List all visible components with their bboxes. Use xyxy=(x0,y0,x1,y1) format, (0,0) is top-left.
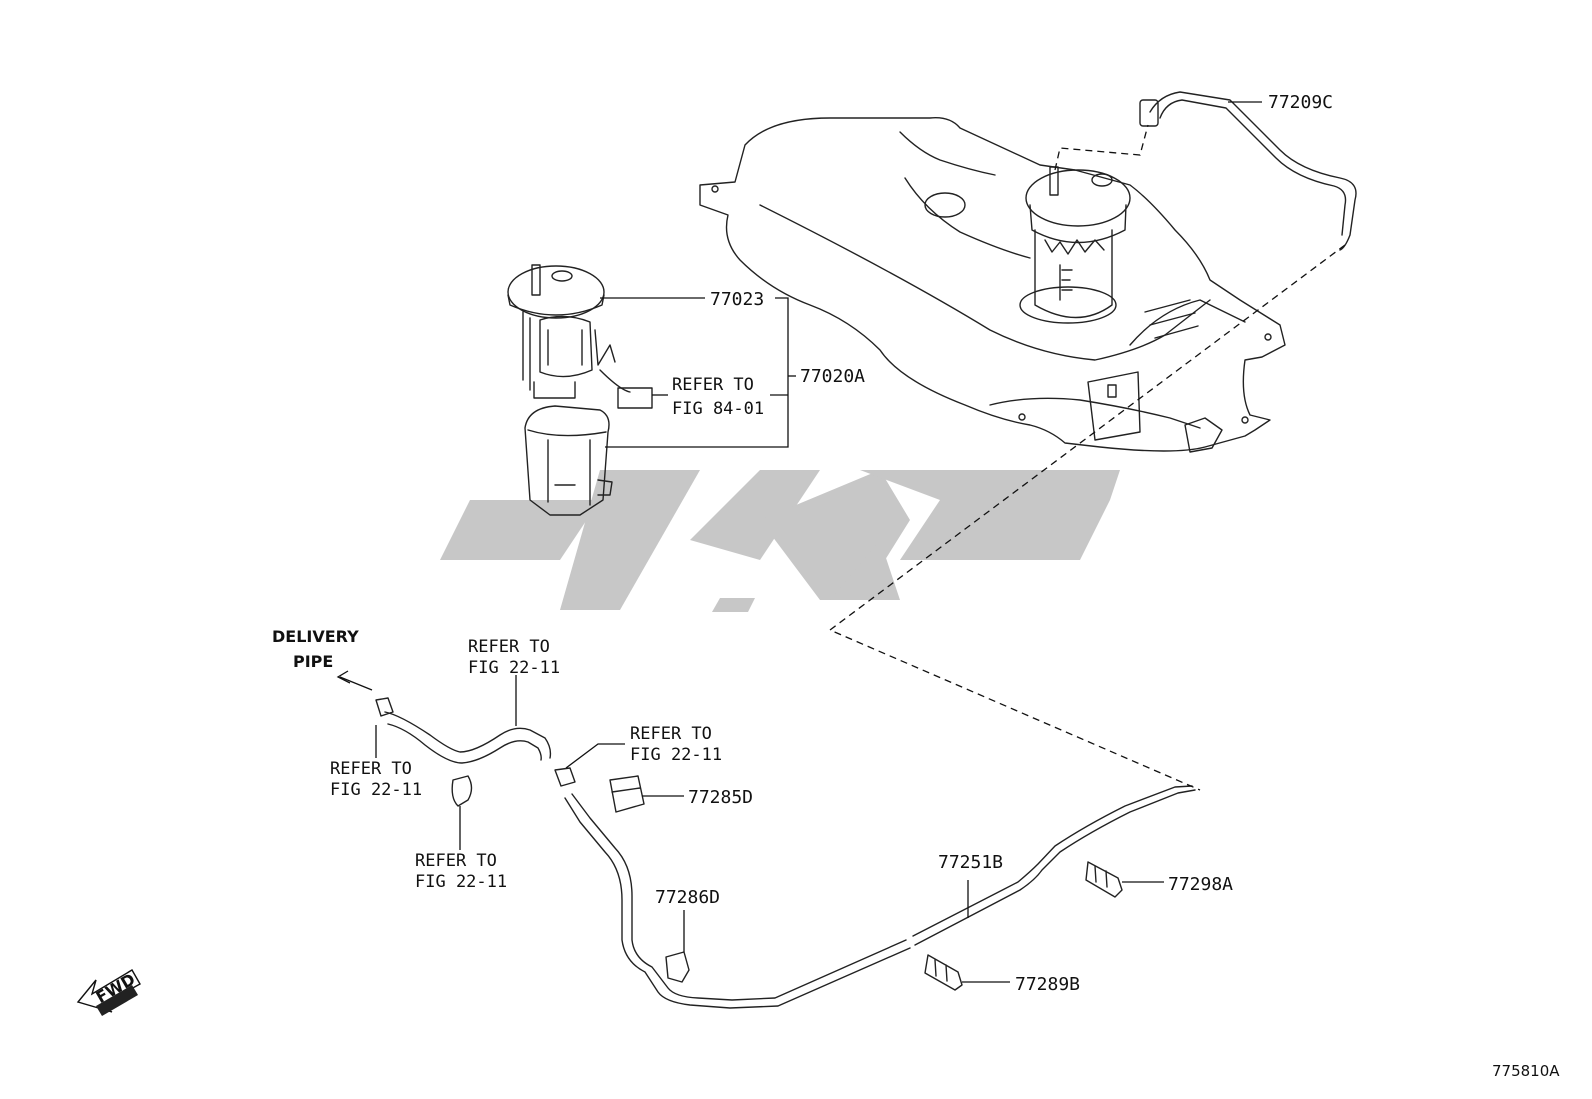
refer-22-11-b-line2: FIG 22-11 xyxy=(630,745,722,765)
fwd-arrow-icon: FWD xyxy=(76,969,141,1016)
inlet-recess xyxy=(924,192,966,218)
sender-wire xyxy=(599,369,631,393)
part-77286d: 77286D xyxy=(655,887,720,908)
bracket-plate xyxy=(1087,371,1141,441)
refer-84-01-line2: FIG 84-01 xyxy=(672,399,764,419)
tank-strap-1 xyxy=(1144,299,1199,339)
clamp-77286d xyxy=(665,951,690,983)
leader-lines xyxy=(336,101,1262,983)
refer-22-11-b-line1: REFER TO xyxy=(630,724,712,744)
tank-bolt-4 xyxy=(1241,416,1249,424)
tank-ridge-2 xyxy=(904,177,1031,259)
refer-22-11-d-line2: FIG 22-11 xyxy=(415,872,507,892)
exploded-pump-module xyxy=(507,264,653,516)
clamp-77285d xyxy=(609,775,645,813)
clamp-77289b xyxy=(924,954,963,991)
part-77285d: 77285D xyxy=(688,787,753,808)
tank-lower-contour xyxy=(989,397,1201,429)
part-77020a: 77020A xyxy=(800,366,865,387)
part-77251b: 77251B xyxy=(938,852,1003,873)
tank-ridge-1 xyxy=(759,204,1211,361)
module-flange xyxy=(507,265,605,319)
tank-bolt-1 xyxy=(711,185,719,193)
fuel-main-line xyxy=(564,797,911,1009)
module-cup xyxy=(524,405,610,516)
watermark-logo xyxy=(440,470,1120,612)
tank-bolt-3 xyxy=(1264,333,1272,341)
vapor-hose xyxy=(1139,91,1357,251)
tank-outline xyxy=(699,117,1286,452)
part-77289b: 77289B xyxy=(1015,974,1080,995)
part-77298a: 77298A xyxy=(1168,874,1233,895)
retainer-c xyxy=(451,775,473,807)
refer-22-11-d-line1: REFER TO xyxy=(415,851,497,871)
tank-ridge-3 xyxy=(899,131,996,176)
delivery-pipe-line1: DELIVERY xyxy=(272,627,359,646)
tank-feed-line xyxy=(914,789,1196,946)
tank-bolt-2 xyxy=(1018,413,1026,421)
part-77023: 77023 xyxy=(710,289,764,310)
tank-ridge-4 xyxy=(1129,299,1246,346)
delivery-pipe-line2: PIPE xyxy=(293,652,333,671)
bracket-slot xyxy=(1107,384,1117,398)
installed-pump-assembly xyxy=(1025,166,1131,319)
refer-22-11-c-line2: FIG 22-11 xyxy=(330,780,422,800)
upper-hose xyxy=(384,711,552,759)
refer-22-11-c-line1: REFER TO xyxy=(330,759,412,779)
sender-unit xyxy=(617,387,653,409)
connection-lines xyxy=(828,124,1346,791)
part-77209c: 77209C xyxy=(1268,92,1333,113)
hose-clip-a xyxy=(375,697,394,717)
clamp-77298a xyxy=(1085,861,1123,898)
inlet-fitting xyxy=(1184,417,1223,453)
sender-port-ring xyxy=(1019,286,1117,324)
refer-22-11-a-line2: FIG 22-11 xyxy=(468,658,560,678)
fuel-lines xyxy=(375,697,1196,1009)
figure-code: 775810A xyxy=(1492,1062,1560,1080)
part-labels: 77209C 77023 77020A REFER TO FIG 84-01 D… xyxy=(272,92,1560,1080)
refer-22-11-a-line1: REFER TO xyxy=(468,637,550,657)
refer-84-01-line1: REFER TO xyxy=(672,375,754,395)
fuel-tank xyxy=(699,117,1286,453)
hose-clip-b xyxy=(554,767,576,787)
